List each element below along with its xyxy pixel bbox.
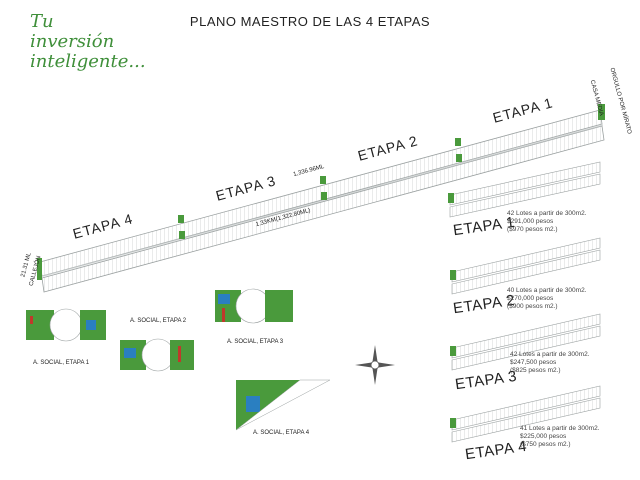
stage-1-price-m2: ($970 pesos m2.) — [507, 226, 558, 233]
social-area-3-label: A. SOCIAL, ETAPA 3 — [227, 339, 284, 345]
stage-3-lots: 42 Lotes a partir de 300m2. — [510, 351, 590, 358]
stage-4-lots: 41 Lotes a partir de 300m2. — [520, 425, 600, 432]
separator-marker — [178, 215, 184, 223]
stage-1-info: 42 Lotes a partir de 300m2. $291,000 pes… — [507, 210, 587, 234]
separator-marker — [321, 192, 327, 200]
social-area-1-plan — [26, 308, 106, 342]
stage-2-plan — [450, 237, 601, 295]
stage-4-price-m2: ($750 pesos m2.) — [520, 441, 571, 448]
end-marker — [37, 258, 42, 280]
social-area-4-label: A. SOCIAL, ETAPA 4 — [253, 430, 310, 436]
stage-3-plan — [450, 313, 601, 371]
stage-3-price-m2: ($825 pesos m2.) — [510, 367, 561, 374]
stage-4-info: 41 Lotes a partir de 300m2. $225,000 pes… — [520, 425, 600, 449]
separator-marker — [179, 231, 185, 239]
stage-3-price: $247,500 pesos — [510, 359, 557, 366]
stage-2-price: $270,000 pesos — [507, 295, 554, 302]
stage-2-lots: 40 Lotes a partir de 300m2. — [507, 287, 587, 294]
stage-2-price-m2: ($900 pesos m2.) — [507, 303, 558, 310]
page-title: PLANO MAESTRO DE LAS 4 ETAPAS — [189, 14, 431, 29]
stage-1-plan — [448, 161, 601, 218]
compass-rose-icon — [355, 345, 395, 385]
separator-marker — [320, 176, 326, 184]
stage-3-info: 42 Lotes a partir de 300m2. $247,500 pes… — [510, 351, 590, 375]
social-area-2-plan — [120, 338, 194, 372]
stage-1-price: $291,000 pesos — [507, 218, 554, 225]
separator-marker — [456, 154, 462, 162]
stage-1-lots: 42 Lotes a partir de 300m2. — [507, 210, 587, 217]
separator-marker — [455, 138, 461, 146]
brand-line-2: inteligente... — [30, 51, 146, 72]
social-area-4-plan — [235, 379, 331, 431]
end-marker — [598, 104, 605, 120]
social-area-2-label: A. SOCIAL, ETAPA 2 — [130, 318, 187, 324]
stage-4-price: $225,000 pesos — [520, 433, 567, 440]
brand-slogan: Tu inversión inteligente... — [30, 11, 146, 72]
master-plan-strip — [37, 104, 605, 293]
brand-line-1: Tu inversión — [30, 11, 115, 52]
stage-2-info: 40 Lotes a partir de 300m2. $270,000 pes… — [507, 287, 587, 311]
social-area-1-label: A. SOCIAL, ETAPA 1 — [33, 360, 90, 366]
social-area-3-plan — [215, 288, 293, 324]
stage-4-plan — [450, 385, 601, 443]
